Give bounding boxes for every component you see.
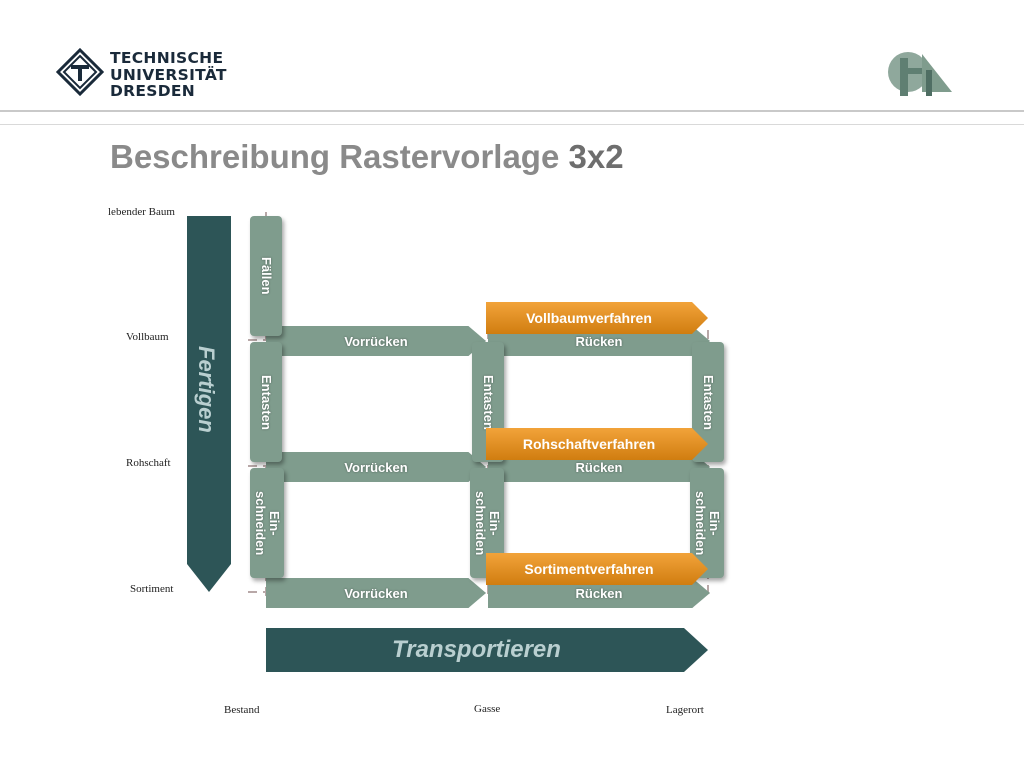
header-divider-thin (0, 124, 1024, 125)
entasten-label-3: Entasten (701, 374, 716, 430)
vorruecken-label-1: Vorrücken (344, 333, 408, 349)
axis-label-lebender-baum: lebender Baum (108, 206, 175, 218)
axis-label-vollbaum: Vollbaum (126, 331, 169, 343)
einschneiden-label-3: Ein- schneiden (693, 490, 722, 556)
university-name-line1: TECHNISCHE (110, 49, 224, 67)
university-name-line2: UNIVERSITÄT (110, 65, 227, 84)
axis-label-lagerort: Lagerort (666, 704, 704, 716)
vorruecken-label-2: Vorrücken (344, 459, 408, 475)
vollbaumverfahren-arrow: Vollbaumverfahren (486, 302, 708, 334)
entasten-label-1: Entasten (259, 374, 274, 430)
ft-logo-icon (886, 44, 954, 100)
page-title-main: Beschreibung Rastervorlage (110, 138, 560, 175)
einschneiden-label-1: Ein- schneiden (253, 490, 282, 556)
sortimentverfahren-label: Sortimentverfahren (524, 561, 654, 577)
entasten-block-1: Entasten (250, 342, 282, 462)
axis-label-gasse: Gasse (474, 703, 501, 715)
header-divider (0, 110, 1024, 112)
axis-label-sortiment: Sortiment (130, 583, 174, 595)
sortimentverfahren-arrow: Sortimentverfahren (486, 553, 708, 585)
transportieren-label: Transportieren (392, 636, 561, 663)
rohschaftverfahren-arrow: Rohschaftverfahren (486, 428, 708, 460)
axis-label-bestand: Bestand (224, 704, 260, 716)
vollbaumverfahren-label: Vollbaumverfahren (526, 310, 652, 326)
vorruecken-label-3: Vorrücken (344, 585, 408, 601)
ruecken-label-2: Rücken (575, 459, 623, 475)
vorruecken-bar-2: Vorrücken (266, 452, 486, 482)
page-title-suffix: 3x2 (568, 138, 624, 175)
page-title: Beschreibung Rastervorlage 3x2 (110, 138, 624, 176)
tud-logo-icon (55, 47, 105, 97)
einschneiden-block-1: Ein- schneiden (250, 468, 284, 578)
vorruecken-bar-3: Vorrücken (266, 578, 486, 608)
fertigen-label: Fertigen (194, 346, 219, 433)
ruecken-label-1: Rücken (575, 333, 623, 349)
einschneiden-label-2: Ein- schneiden (473, 490, 502, 556)
entasten-label-2: Entasten (481, 374, 496, 430)
faellen-block: Fällen (250, 216, 282, 336)
ruecken-label-3: Rücken (575, 585, 623, 601)
fertigen-arrow (184, 214, 234, 594)
faellen-label: Fällen (259, 257, 274, 295)
vorruecken-bar-1: Vorrücken (266, 326, 486, 356)
university-name-line3: DRESDEN (110, 82, 196, 100)
rohschaftverfahren-label: Rohschaftverfahren (522, 436, 656, 452)
axis-label-rohschaft: Rohschaft (126, 457, 171, 469)
university-name: TECHNISCHE UNIVERSITÄT DRESDEN (110, 50, 227, 100)
transportieren-arrow (264, 626, 710, 674)
